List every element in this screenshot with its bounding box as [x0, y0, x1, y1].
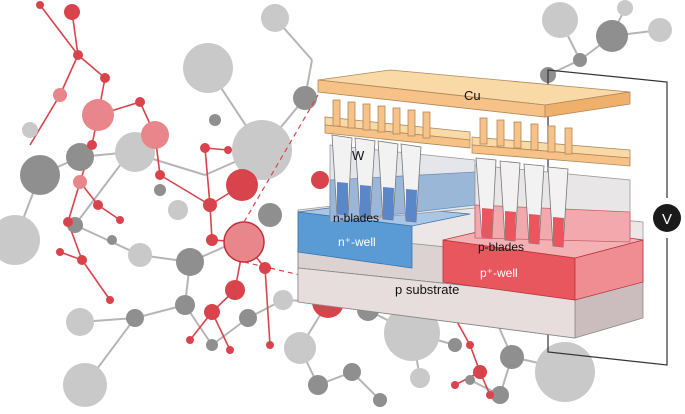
n-blade-doped	[337, 182, 348, 215]
p-blade-doped	[553, 217, 564, 247]
p-blade-doped	[505, 211, 516, 241]
cu-via	[407, 109, 416, 137]
network-atoms-dark	[20, 20, 628, 407]
cu-via	[496, 119, 505, 147]
cu-via	[513, 121, 522, 149]
n-blade-doped	[406, 189, 417, 222]
circuit-wire-top	[547, 69, 668, 198]
cu-via	[479, 117, 488, 145]
cu-via	[347, 101, 356, 129]
w-label: W	[352, 148, 365, 163]
n-blade-doped	[383, 187, 394, 220]
cu-via	[422, 111, 431, 139]
n-blades	[331, 134, 422, 223]
p-blades	[475, 157, 569, 248]
cu-via	[377, 105, 386, 133]
substrate-label: p substrate	[395, 282, 459, 297]
p-well-label: p⁺-well	[480, 266, 518, 280]
n-blade-doped	[360, 185, 371, 218]
molecular-network	[0, 0, 672, 407]
zoom-lines	[243, 94, 319, 276]
n-blades-label: n-blades	[333, 211, 379, 225]
cu-vias	[332, 99, 573, 155]
network-atoms-red-light	[53, 88, 265, 263]
p-blades-label: p-blades	[478, 240, 524, 254]
cu-via	[362, 103, 371, 131]
p-blade-doped	[529, 214, 540, 244]
cu-via	[530, 123, 539, 151]
n-well-label: n⁺-well	[338, 235, 376, 249]
cu-pad-p	[471, 144, 631, 167]
voltmeter-label: V	[662, 211, 672, 228]
cu-pad-n	[324, 124, 471, 149]
cu-plate-side	[544, 91, 631, 118]
device: p substrate n⁺-well p⁺-well n-blades W	[297, 69, 644, 339]
p-blade-doped	[482, 208, 493, 238]
cu-label: Cu	[464, 88, 481, 103]
voltmeter	[653, 204, 681, 232]
cu-via	[392, 107, 401, 135]
cu-via	[547, 125, 556, 153]
cu-via	[332, 99, 341, 127]
voltage-circuit: V	[547, 69, 681, 366]
cu-via	[564, 127, 573, 155]
